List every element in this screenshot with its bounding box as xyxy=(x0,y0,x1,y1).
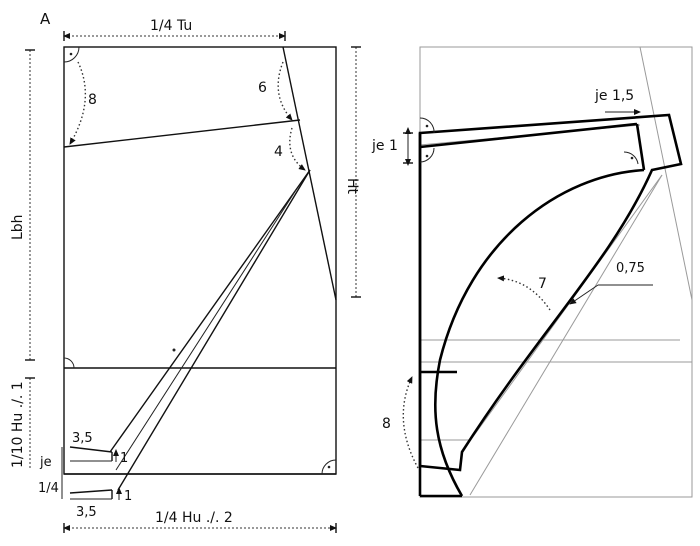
pattern-side-inner xyxy=(635,123,646,171)
angle-4-arc xyxy=(289,127,306,171)
right-angle-dot-bottom-right xyxy=(327,465,331,469)
lbh-label: Lbh xyxy=(10,214,26,240)
lower-1-label: 1 xyxy=(124,489,132,504)
angle-8-label: 8 xyxy=(88,92,97,108)
waist-line xyxy=(63,119,301,148)
right-angle-mark-top-left xyxy=(63,46,80,63)
diagonal-line-lower xyxy=(117,169,311,491)
diagonal-line-upper xyxy=(109,169,311,453)
angle-4-label: 4 xyxy=(274,144,283,160)
hu-label: 1/10 Hu ./. 1 xyxy=(10,381,26,468)
pattern-outer-outline xyxy=(418,113,683,472)
right-angle-mark-waist-lower xyxy=(419,147,435,163)
panel-label: A xyxy=(40,10,51,28)
angle-6-arc xyxy=(277,61,293,121)
construction-diagonal-b xyxy=(469,174,663,496)
lower-small-slant xyxy=(69,489,113,494)
lower-3-5-label: 3,5 xyxy=(76,505,97,520)
quarter-label: 1/4 xyxy=(38,481,59,496)
upper-small-slant xyxy=(69,446,113,453)
top-width-label: 1/4 Tu xyxy=(150,18,192,34)
angle-8-right-label: 8 xyxy=(382,416,391,432)
ht-label: Ht xyxy=(344,178,360,195)
pattern-curve xyxy=(433,168,645,497)
right-angle-mark-hip xyxy=(63,357,75,369)
mark-dot xyxy=(172,348,176,352)
angle-8-arc xyxy=(69,61,87,145)
right-angle-mark-waist xyxy=(419,117,435,134)
angle-7-label: 7 xyxy=(538,276,547,292)
je-1-label: je 1 xyxy=(371,138,398,154)
side-seam-line xyxy=(282,46,337,301)
right-panel: je 1,5 je 1 7 0,75 8 xyxy=(371,46,693,498)
je-label: je xyxy=(39,455,52,470)
angle-8-right-arc xyxy=(402,376,419,469)
je-1-5-label: je 1,5 xyxy=(594,88,634,104)
angle-7-arc xyxy=(497,275,551,311)
right-angle-mark-side xyxy=(623,151,639,165)
upper-3-5-label: 3,5 xyxy=(72,431,93,446)
right-angle-dot-waist xyxy=(425,124,429,128)
construction-side-seam xyxy=(639,46,693,301)
left-panel: A 1/4 Tu 3,5 1 3,5 1 xyxy=(10,10,361,533)
right-angle-dot-top-left xyxy=(69,52,73,56)
main-rectangle xyxy=(63,46,337,475)
offset-0-75-arrow xyxy=(569,284,599,305)
right-angle-mark-bottom-right xyxy=(321,459,337,475)
upper-1-label: 1 xyxy=(120,451,128,466)
bottom-width-label: 1/4 Hu ./. 2 xyxy=(155,510,233,526)
right-angle-dot-waist-lower xyxy=(425,154,429,158)
pattern-waist-inner xyxy=(419,122,638,149)
right-angle-dot-side xyxy=(630,156,634,160)
construction-frame xyxy=(419,46,693,498)
offset-0-75-label: 0,75 xyxy=(616,261,645,276)
angle-6-label: 6 xyxy=(258,80,267,96)
diagonal-line-mid xyxy=(115,189,297,471)
